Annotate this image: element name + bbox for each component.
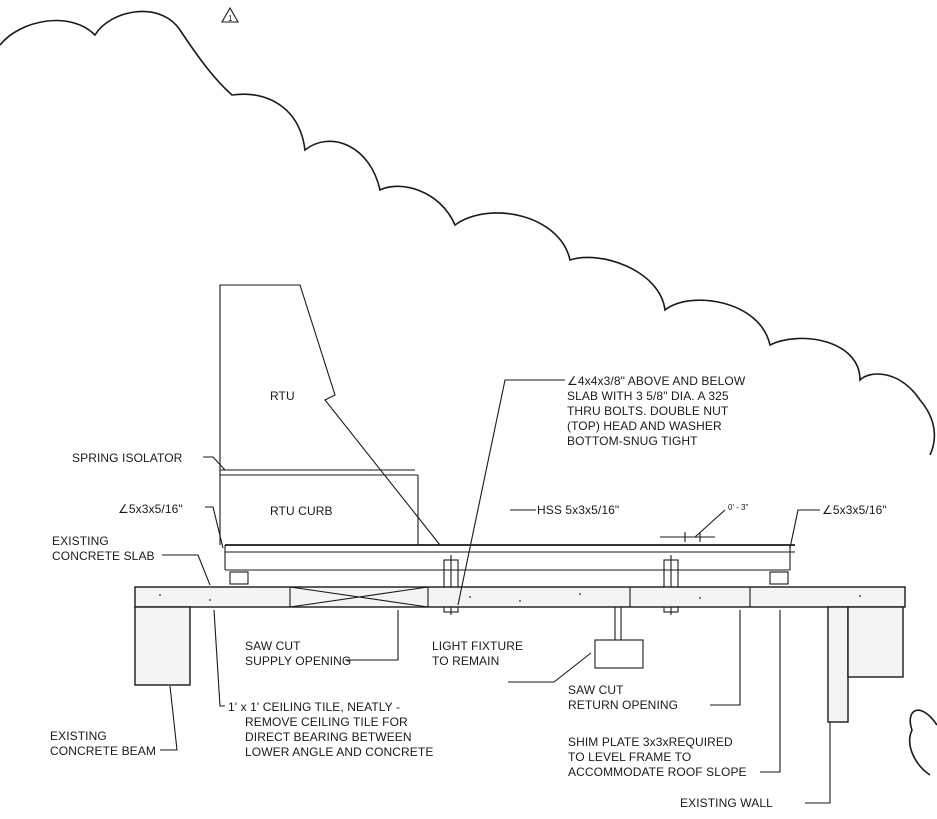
- svg-text:BOTTOM-SNUG TIGHT: BOTTOM-SNUG TIGHT: [567, 434, 698, 448]
- hss-label: HSS 5x3x5/16": [537, 503, 619, 517]
- svg-text:CONCRETE BEAM: CONCRETE BEAM: [50, 744, 156, 758]
- existing-wall-label: EXISTING WALL: [680, 796, 773, 810]
- angle-right-label: ∠5x3x5/16": [822, 503, 887, 517]
- revision-cloud: [0, 10, 936, 456]
- existing-slab-label: EXISTING CONCRETE SLAB: [52, 534, 155, 563]
- revision-cloud-right: [908, 709, 937, 776]
- dimension-mark: [660, 509, 726, 542]
- dimension-label: 0' - 3": [728, 503, 749, 512]
- angle-note-label: ∠4x4x3/8" ABOVE AND BELOW SLAB WITH 3 5/…: [567, 374, 746, 448]
- svg-text:LOWER ANGLE AND CONCRETE: LOWER ANGLE AND CONCRETE: [245, 745, 433, 759]
- svg-text:RETURN OPENING: RETURN OPENING: [568, 698, 678, 712]
- svg-text:1' x 1' CEILING TILE, NEATLY -: 1' x 1' CEILING TILE, NEATLY -: [228, 700, 400, 714]
- svg-text:(TOP) HEAD AND WASHER: (TOP) HEAD AND WASHER: [567, 419, 722, 433]
- concrete-slab: [134, 586, 906, 608]
- svg-text:1: 1: [228, 14, 233, 23]
- svg-text:THRU BOLTS. DOUBLE NUT: THRU BOLTS. DOUBLE NUT: [567, 404, 729, 418]
- svg-text:SUPPLY OPENING: SUPPLY OPENING: [245, 654, 351, 668]
- leaders: [160, 379, 831, 804]
- svg-text:EXISTING: EXISTING: [50, 729, 107, 743]
- rtu-curb-label: RTU CURB: [270, 504, 333, 518]
- svg-text:ACCOMMODATE ROOF SLOPE: ACCOMMODATE ROOF SLOPE: [568, 765, 747, 779]
- svg-text:TO LEVEL FRAME TO: TO LEVEL FRAME TO: [568, 750, 691, 764]
- svg-text:∠4x4x3/8" ABOVE AND BELOW: ∠4x4x3/8" ABOVE AND BELOW: [567, 374, 746, 388]
- hss-frame: [224, 544, 795, 571]
- svg-text:EXISTING: EXISTING: [52, 534, 109, 548]
- light-fixture-label: LIGHT FIXTURE TO REMAIN: [432, 639, 523, 668]
- spring-isolator-label: SPRING ISOLATOR: [72, 451, 183, 465]
- svg-text:SAW CUT: SAW CUT: [568, 683, 624, 697]
- svg-text:SHIM PLATE 3x3xREQUIRED: SHIM PLATE 3x3xREQUIRED: [568, 735, 733, 749]
- svg-text:SLAB WITH 3 5/8" DIA. A 325: SLAB WITH 3 5/8" DIA. A 325: [567, 389, 729, 403]
- angle-right-shape: [769, 571, 789, 585]
- svg-text:CONCRETE SLAB: CONCRETE SLAB: [52, 549, 155, 563]
- angle-left-shape: [229, 571, 249, 585]
- existing-beam-label: EXISTING CONCRETE BEAM: [50, 729, 156, 758]
- rtu-unit: [219, 284, 441, 546]
- saw-cut-supply-label: SAW CUT SUPPLY OPENING: [245, 639, 351, 668]
- ceiling-tile-label: 1' x 1' CEILING TILE, NEATLY - REMOVE CE…: [228, 700, 433, 759]
- rtu-label: RTU: [270, 389, 295, 403]
- svg-text:REMOVE CEILING TILE FOR: REMOVE CEILING TILE FOR: [245, 715, 408, 729]
- light-fixture: [594, 607, 644, 669]
- angle-left-label: ∠5x3x5/16": [118, 502, 183, 516]
- svg-text:SAW CUT: SAW CUT: [245, 639, 301, 653]
- saw-cut-return-label: SAW CUT RETURN OPENING: [568, 683, 678, 712]
- concrete-beam: [134, 606, 191, 686]
- svg-text:TO REMAIN: TO REMAIN: [432, 654, 499, 668]
- svg-text:DIRECT BEARING BETWEEN: DIRECT BEARING BETWEEN: [245, 730, 412, 744]
- revision-triangle: 1: [221, 6, 239, 23]
- existing-wall-shape: [827, 606, 904, 723]
- shim-plate-label: SHIM PLATE 3x3xREQUIRED TO LEVEL FRAME T…: [568, 735, 747, 779]
- svg-text:LIGHT FIXTURE: LIGHT FIXTURE: [432, 639, 523, 653]
